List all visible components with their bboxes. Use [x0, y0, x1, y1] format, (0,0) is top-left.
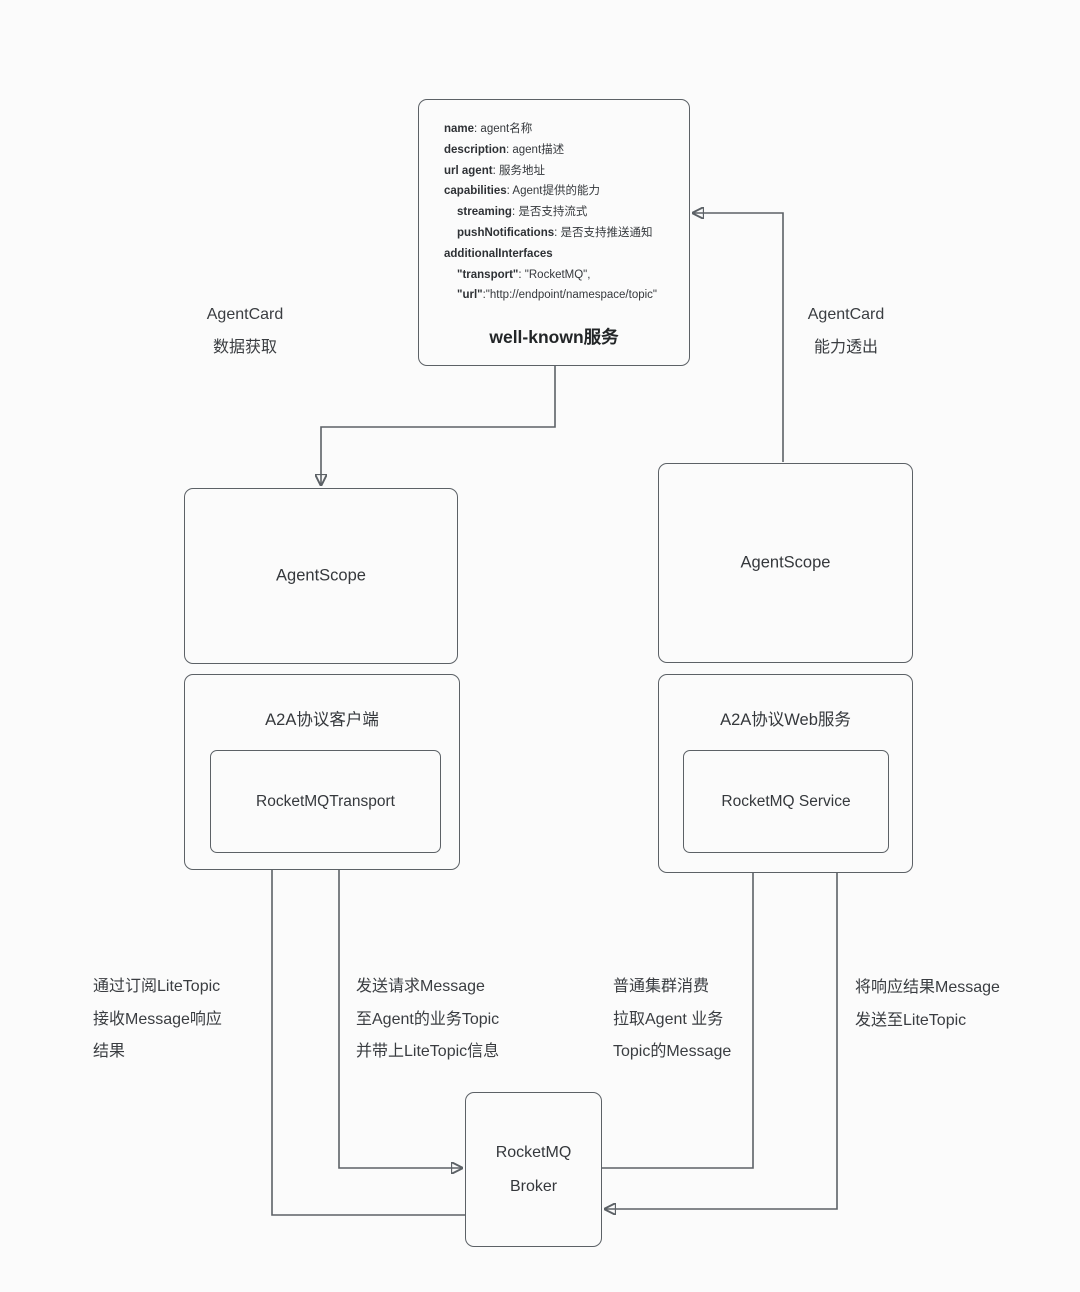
well-known-service-title: well-known服务	[489, 327, 619, 347]
agentcard-field-pushnotifications: pushNotifications: 是否支持推送通知	[457, 226, 653, 239]
agentscope-left-node: AgentScope	[184, 488, 458, 664]
rocketmq-broker-label-line1: RocketMQ	[495, 1143, 572, 1161]
edge-label-cluster-consume-line2: 拉取Agent 业务	[613, 1010, 724, 1028]
agentscope-right-node: AgentScope	[658, 463, 913, 663]
edge-label-agentcard-fetch-line2: 数据获取	[212, 338, 277, 356]
edge-label-subscribe-line1: 通过订阅LiteTopic	[93, 978, 221, 995]
agentscope-left-label: AgentScope	[276, 566, 366, 585]
edge-label-agentcard-expose: AgentCard 能力透出	[756, 299, 936, 364]
edge-label-agentcard-fetch-line1: AgentCard	[206, 306, 284, 323]
edge-label-cluster-consume: 普通集群消费 拉取Agent 业务 Topic的Message	[613, 971, 731, 1069]
edge-label-subscribe-line3: 结果	[93, 1043, 126, 1060]
edge-label-agentcard-expose-line2: 能力透出	[813, 338, 878, 356]
rocketmq-broker-label: RocketMQ Broker	[466, 1136, 601, 1204]
agentcard-field-transport: "transport": "RocketMQ",	[457, 268, 591, 281]
agentcard-field-streaming: streaming: 是否支持流式	[457, 206, 588, 219]
edge-label-subscribe-litetopic: 通过订阅LiteTopic 接收Message响应 结果	[93, 971, 222, 1069]
edge-label-send-response: 将响应结果Message 发送至LiteTopic	[855, 972, 1000, 1037]
agentcard-field-list: name: agent名称 description: agent描述 url a…	[444, 119, 681, 306]
edge-label-agentcard-expose-line1: AgentCard	[807, 306, 885, 323]
rocketmq-transport-label: RocketMQTransport	[256, 792, 395, 810]
well-known-service-node: name: agent名称 description: agent描述 url a…	[418, 99, 690, 366]
edge-wellknown-to-agentscope-left	[321, 366, 556, 485]
rocketmq-broker-label-line2: Broker	[509, 1177, 558, 1195]
edge-label-agentcard-fetch: AgentCard 数据获取	[155, 299, 335, 364]
edge-label-send-request-line1: 发送请求Message	[356, 978, 485, 995]
agentcard-field-description: description: agent描述	[444, 143, 565, 156]
a2a-protocol-web-service-node: A2A协议Web服务 RocketMQ Service	[658, 674, 913, 873]
edge-label-cluster-consume-line1: 普通集群消费	[613, 978, 710, 995]
agentcard-field-url-agent: url agent: 服务地址	[444, 164, 545, 177]
edge-label-send-request-line2: 至Agent的业务Topic	[356, 1010, 500, 1028]
agentscope-right-label: AgentScope	[740, 553, 831, 572]
edge-label-send-request: 发送请求Message 至Agent的业务Topic 并带上LiteTopic信…	[356, 971, 499, 1069]
rocketmq-broker-node: RocketMQ Broker	[465, 1092, 602, 1247]
rocketmq-transport-node: RocketMQTransport	[210, 750, 441, 853]
edge-label-send-request-line3: 并带上LiteTopic信息	[356, 1043, 500, 1060]
edge-label-subscribe-line2: 接收Message响应	[93, 1010, 222, 1028]
rocketmq-service-node: RocketMQ Service	[683, 750, 889, 853]
a2a-protocol-client-label: A2A协议客户端	[265, 711, 379, 729]
edge-label-send-response-line1: 将响应结果Message	[855, 979, 1000, 996]
agentcard-field-additionalinterfaces: additionalInterfaces	[444, 247, 553, 260]
rocketmq-service-label: RocketMQ Service	[721, 792, 851, 810]
agentcard-field-capabilities: capabilities: Agent提供的能力	[444, 185, 600, 198]
edge-label-cluster-consume-line3: Topic的Message	[613, 1043, 732, 1060]
edge-label-send-response-line2: 发送至LiteTopic	[855, 1011, 967, 1029]
a2a-protocol-web-service-label: A2A协议Web服务	[720, 711, 851, 729]
agentcard-field-url: "url":"http://endpoint/namespace/topic"	[457, 289, 657, 302]
agentcard-field-name: name: agent名称	[444, 123, 533, 135]
a2a-protocol-client-node: A2A协议客户端 RocketMQTransport	[184, 674, 460, 870]
